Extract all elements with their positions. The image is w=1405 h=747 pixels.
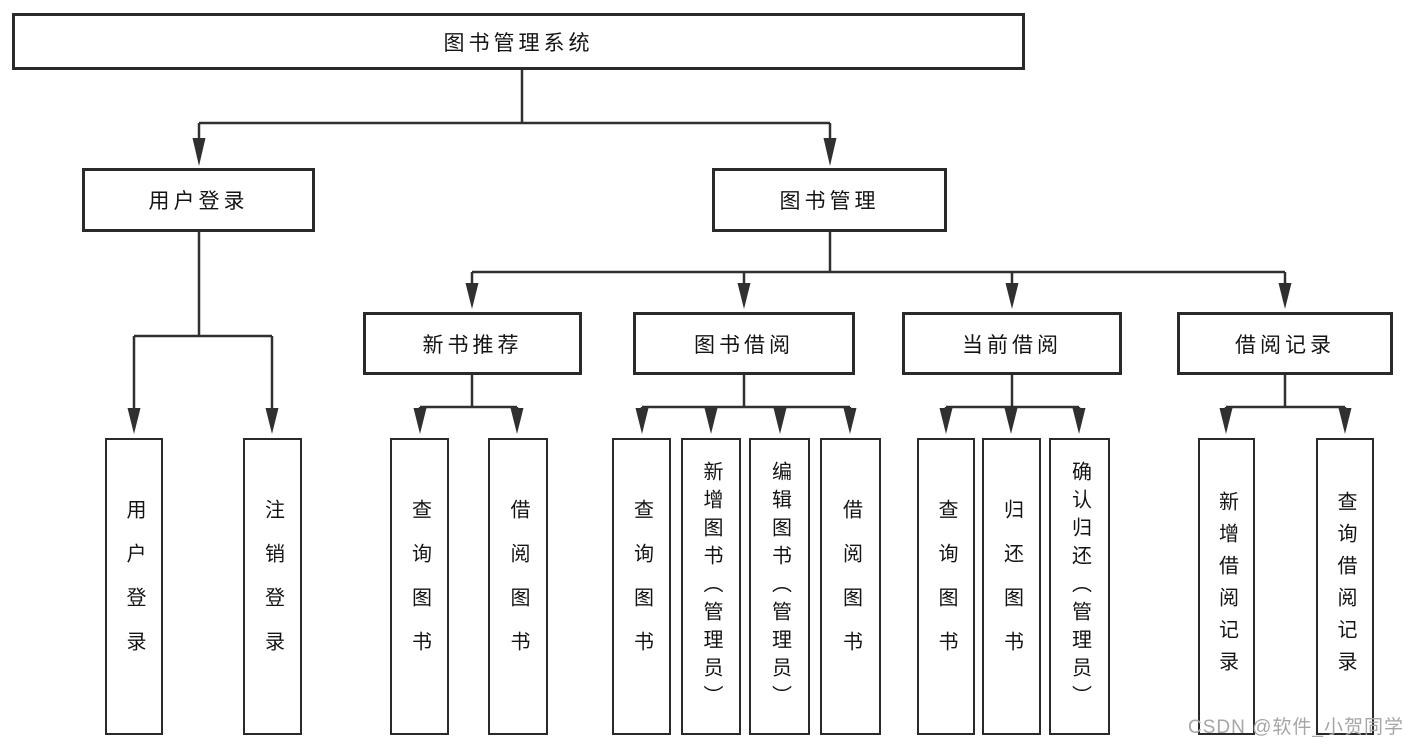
node-root-system: 图书管理系统 [12,13,1025,70]
leaf-edit-books-admin: 编辑图书（管理员） [749,438,810,735]
node-current-borrow: 当前借阅 [902,312,1122,375]
leaf-add-borrow-record: 新增借阅记录 [1198,438,1255,735]
arrowhead-icons [127,138,1352,434]
leaf-confirm-return-admin-label: 确认归还（管理员） [1068,460,1091,713]
csdn-watermark: CSDN @软件_小贺同学 [1188,717,1404,738]
node-current-borrow-label: 当前借阅 [962,333,1062,357]
node-borrow-records: 借阅记录 [1177,312,1393,375]
leaf-borrow-books-2-label: 借阅图书 [839,498,862,675]
node-user-login-label: 用户登录 [148,190,249,213]
leaf-borrow-books-2: 借阅图书 [820,438,881,735]
node-new-book-recommend: 新书推荐 [363,312,582,375]
leaf-user-login: 用户登录 [105,438,163,735]
node-root-label: 图书管理系统 [443,31,594,55]
node-borrow-records-label: 借阅记录 [1235,333,1335,357]
leaf-query-books-2-label: 查询图书 [630,498,653,675]
node-book-borrow-label: 图书借阅 [694,333,794,357]
leaf-query-books-1-label: 查询图书 [408,498,431,675]
leaf-query-books-3-label: 查询图书 [935,498,957,675]
leaf-logout-label: 注销登录 [261,498,284,675]
leaf-query-borrow-record: 查询借阅记录 [1316,438,1374,735]
leaf-confirm-return-admin: 确认归还（管理员） [1049,438,1110,735]
leaf-query-books-3: 查询图书 [917,438,975,735]
node-user-login: 用户登录 [82,168,315,232]
leaf-add-books-admin: 新增图书（管理员） [681,438,741,735]
leaf-user-login-label: 用户登录 [123,498,145,675]
leaf-return-books: 归还图书 [982,438,1041,735]
leaf-borrow-books-1: 借阅图书 [488,438,548,735]
leaf-edit-books-admin-label: 编辑图书（管理员） [768,460,791,713]
node-new-book-recommend-label: 新书推荐 [422,333,523,357]
node-book-borrow: 图书借阅 [633,312,855,375]
leaf-query-borrow-record-label: 查询借阅记录 [1334,490,1356,683]
leaf-add-borrow-record-label: 新增借阅记录 [1215,490,1238,683]
leaf-logout: 注销登录 [243,438,302,735]
node-book-management-label: 图书管理 [779,190,880,213]
leaf-borrow-books-1-label: 借阅图书 [507,498,529,675]
leaf-query-books-2: 查询图书 [612,438,671,735]
leaf-query-books-1: 查询图书 [390,438,449,735]
node-book-management: 图书管理 [712,168,947,232]
leaf-return-books-label: 归还图书 [1000,498,1023,675]
leaf-add-books-admin-label: 新增图书（管理员） [700,460,722,713]
